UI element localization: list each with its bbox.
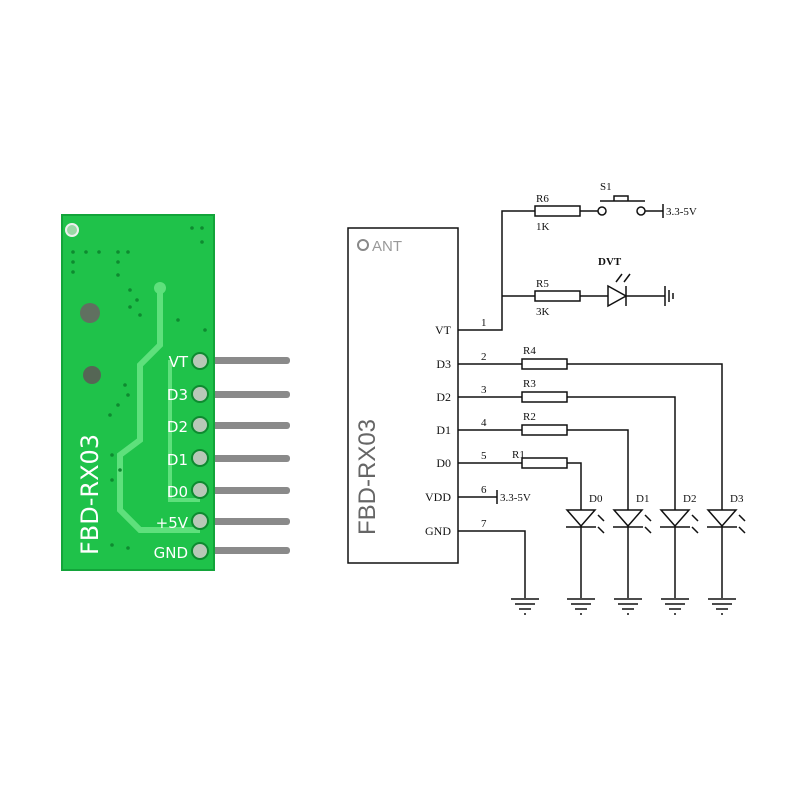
led-symbol	[659, 509, 699, 598]
chip-pin-number: 5	[481, 450, 487, 462]
chip-pin-number: 4	[481, 417, 487, 429]
chip-pin-name: GND	[425, 524, 451, 538]
chip-pin-name: D2	[436, 390, 451, 404]
led-dvt-label: DVT	[598, 256, 622, 268]
pcb-trace	[168, 360, 200, 502]
wire-vdd	[458, 490, 498, 504]
mount-hole	[65, 223, 79, 237]
pcb-trace	[117, 290, 200, 533]
chip-pin-name: VT	[435, 323, 452, 337]
led-label: D2	[683, 493, 696, 505]
led-label: D3	[730, 493, 744, 505]
pcb-pin-label: VT	[169, 353, 189, 371]
resistor-label: R4	[523, 345, 536, 357]
led-dvt	[607, 284, 628, 308]
pin-metal	[210, 391, 290, 398]
pcb-component	[80, 303, 100, 323]
wire-vt	[458, 210, 535, 331]
resistor-r5	[534, 290, 581, 302]
pcb-via	[154, 282, 166, 294]
pin-metal	[210, 547, 290, 554]
switch-contact	[597, 206, 607, 216]
resistor-label: R3	[523, 378, 536, 390]
chip-pin-name: D1	[436, 423, 451, 437]
pin-metal	[210, 455, 290, 462]
pcb-pin-label: D2	[167, 418, 188, 436]
pcb-model-label: FBD-RX03	[76, 434, 104, 555]
pin-metal	[210, 422, 290, 429]
switch-label: S1	[600, 181, 612, 193]
chip-pin-number: 3	[481, 384, 487, 396]
wire-d1-led	[567, 429, 629, 510]
led-dvt-arrows	[615, 273, 631, 283]
wire-d0-led	[567, 462, 582, 510]
switch-s1	[600, 195, 645, 202]
pcb-edge	[61, 214, 215, 571]
pcb-component	[83, 366, 101, 384]
pin-metal	[210, 357, 290, 364]
switch-contact	[636, 206, 646, 216]
resistor-label: R2	[523, 411, 536, 423]
chip-label: FBD-RX03	[354, 419, 381, 535]
wire-d2-led	[567, 396, 676, 510]
wire-gnd	[458, 530, 526, 598]
ground-symbol	[511, 598, 539, 615]
led-symbol	[706, 509, 746, 598]
resistor-r3	[521, 391, 568, 403]
resistor-r1	[521, 457, 568, 469]
resistor-label: R1	[512, 449, 525, 461]
ground-symbol	[661, 598, 689, 615]
supply-terminal	[645, 204, 664, 218]
pcb-pin-label: GND	[154, 544, 188, 562]
r5-label: R5	[536, 278, 549, 290]
led-symbol	[612, 509, 652, 598]
ground-symbol	[626, 286, 674, 306]
pin-pads	[191, 352, 209, 560]
antenna-label: ANT	[372, 238, 402, 255]
chip-pin-name: D3	[436, 357, 451, 371]
r5-value: 3K	[536, 306, 550, 318]
r6-label: R6	[536, 193, 549, 205]
switch-supply-label: 3.3-5V	[666, 206, 697, 218]
r6-value: 1K	[536, 221, 550, 233]
ground-symbol	[567, 598, 595, 615]
chip-pin-number: 6	[481, 484, 487, 496]
resistor-r4	[521, 358, 568, 370]
pcb-pin-label: D3	[167, 386, 188, 404]
pcb-pin-label: +5V	[156, 514, 189, 532]
pcb-pin-label: D0	[167, 483, 188, 501]
ground-symbol	[614, 598, 642, 615]
antenna-icon	[357, 239, 369, 251]
ground-symbol	[708, 598, 736, 615]
chip-pin-name: D0	[436, 456, 451, 470]
pcb-vias	[71, 226, 207, 550]
header-pins	[210, 357, 290, 554]
led-symbol	[565, 509, 605, 598]
pcb-pin-label: D1	[167, 451, 188, 469]
resistor-r6	[534, 205, 581, 217]
led-label: D1	[636, 493, 649, 505]
chip-pin-number: 7	[481, 518, 487, 530]
chip-pin-name: VDD	[425, 490, 451, 504]
wire-d3-led	[567, 363, 723, 510]
pin-metal	[210, 518, 290, 525]
vdd-supply-label: 3.3-5V	[500, 492, 531, 504]
led-label: D0	[589, 493, 603, 505]
pin-metal	[210, 487, 290, 494]
resistor-r2	[521, 424, 568, 436]
chip-pin-number: 1	[481, 317, 487, 329]
chip-outline	[347, 227, 459, 564]
chip-pin-number: 2	[481, 351, 487, 363]
